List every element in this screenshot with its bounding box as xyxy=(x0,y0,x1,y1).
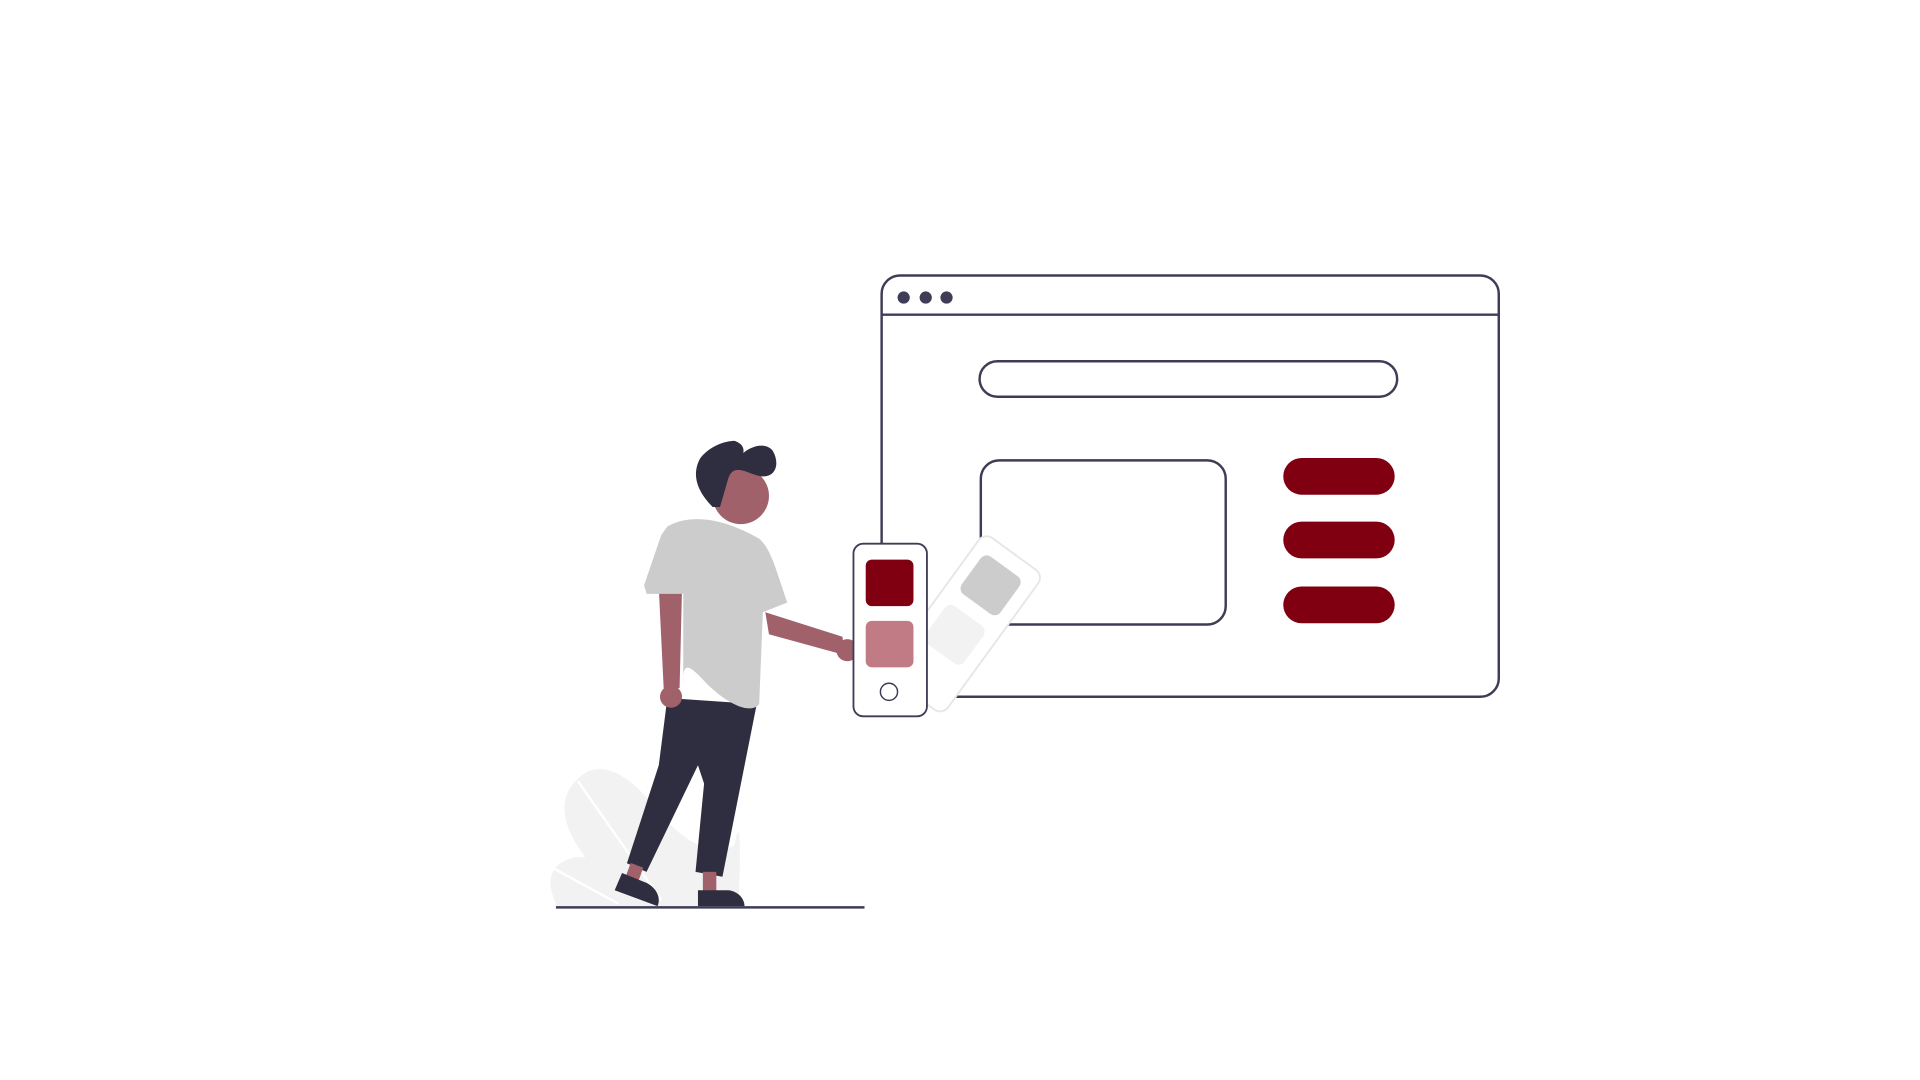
menu-button[interactable] xyxy=(1283,457,1395,495)
phone-tile-secondary[interactable] xyxy=(865,620,914,668)
window-dot-icon[interactable] xyxy=(919,291,932,304)
window-dot-icon[interactable] xyxy=(940,291,953,304)
browser-window xyxy=(880,274,1500,698)
phone-tile-primary[interactable] xyxy=(865,559,914,607)
phone-device xyxy=(852,542,928,718)
search-bar[interactable] xyxy=(978,360,1399,398)
menu-button[interactable] xyxy=(1283,521,1395,559)
person-illustration xyxy=(614,440,859,907)
home-button-icon[interactable] xyxy=(879,682,899,702)
menu-button[interactable] xyxy=(1283,586,1395,624)
window-dot-icon[interactable] xyxy=(897,291,910,304)
